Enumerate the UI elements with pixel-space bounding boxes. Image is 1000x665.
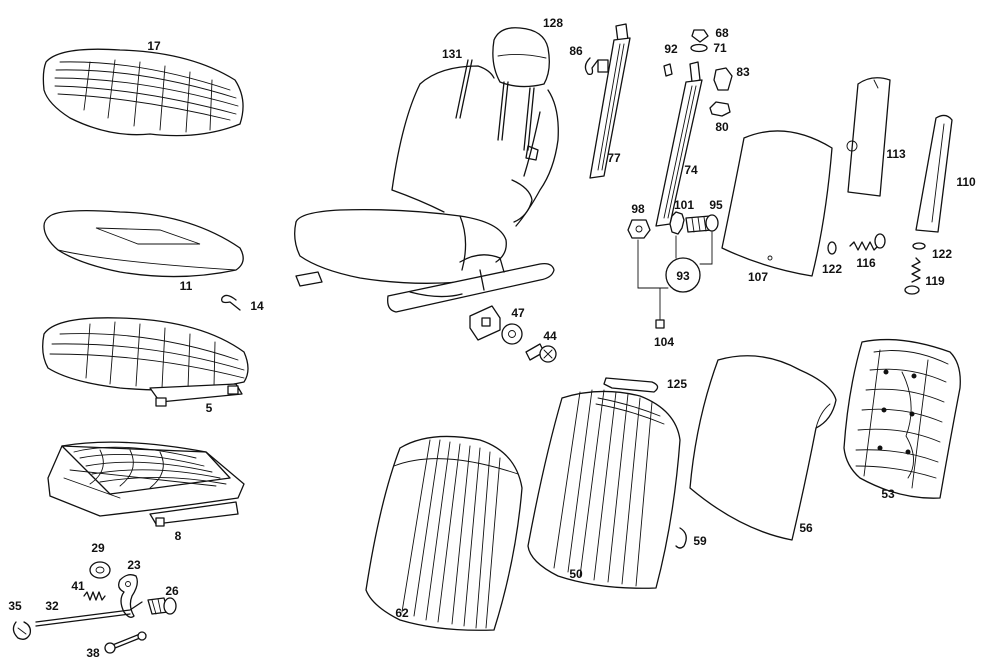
part-86-clip	[584, 57, 599, 76]
label-32: 32	[45, 599, 59, 613]
label-38: 38	[86, 646, 100, 660]
label-101: 101	[674, 198, 694, 212]
label-110: 110	[956, 175, 976, 189]
part-59-clip	[675, 527, 687, 549]
part-8-spring-frame	[47, 441, 245, 527]
part-47-bracket	[469, 305, 501, 341]
part-110-side-panel	[915, 114, 953, 233]
part-116-screw	[849, 233, 886, 251]
part-44-screw	[525, 343, 557, 363]
part-17-cushion-cover	[42, 48, 244, 137]
part-83-block	[713, 67, 733, 91]
part-74-guide-bar	[655, 61, 703, 227]
part-119-screw	[904, 257, 921, 295]
label-53: 53	[881, 487, 895, 501]
label-41: 41	[71, 579, 85, 593]
part-125-strip	[603, 377, 659, 393]
part-93-callout	[637, 231, 713, 329]
label-68: 68	[715, 26, 729, 40]
label-26: 26	[165, 584, 179, 598]
part-14-clip	[221, 294, 241, 311]
part-113-side-panel	[846, 77, 891, 197]
label-56: 56	[799, 521, 813, 535]
label-74: 74	[684, 163, 698, 177]
part-38-linkage	[104, 631, 147, 654]
part-11-foam-pad	[43, 210, 244, 278]
part-92-cap	[663, 63, 673, 77]
part-122-washer-a	[827, 241, 837, 255]
label-62: 62	[395, 606, 409, 620]
label-125: 125	[667, 377, 687, 391]
label-50: 50	[569, 567, 583, 581]
label-113: 113	[886, 147, 906, 161]
label-80: 80	[715, 120, 729, 134]
part-53-back-frame	[843, 338, 961, 499]
label-116: 116	[856, 256, 876, 270]
label-119: 119	[925, 274, 945, 288]
label-77: 77	[607, 151, 621, 165]
part-32-rod	[35, 601, 143, 627]
part-29-bushing	[89, 561, 111, 579]
part-71-washer	[690, 43, 708, 53]
label-83: 83	[736, 65, 750, 79]
label-92: 92	[664, 42, 678, 56]
label-5: 5	[206, 401, 213, 415]
part-101-star-washer	[669, 211, 685, 235]
label-107: 107	[748, 270, 768, 284]
label-104: 104	[654, 335, 674, 349]
part-62-backrest-cover	[365, 435, 523, 631]
label-122-a: 122	[822, 262, 842, 276]
label-29: 29	[91, 541, 105, 555]
part-122-washer-b	[912, 242, 926, 250]
part-56-foam-back	[689, 355, 837, 541]
part-35-ring-clip	[12, 621, 32, 640]
label-11: 11	[180, 279, 193, 293]
part-44-washer	[501, 323, 523, 345]
part-95-bolt	[685, 214, 719, 233]
label-93: 93	[676, 269, 690, 283]
label-131: 131	[442, 47, 462, 61]
label-71: 71	[713, 41, 727, 55]
label-98: 98	[631, 202, 645, 216]
label-47: 47	[511, 306, 525, 320]
label-128: 128	[543, 16, 563, 30]
part-68-nut	[691, 29, 709, 43]
label-86: 86	[569, 44, 583, 58]
part-26-knob	[147, 597, 177, 615]
label-8: 8	[175, 529, 182, 543]
part-80-nut	[709, 101, 731, 117]
label-23: 23	[127, 558, 141, 572]
label-14: 14	[250, 299, 264, 313]
label-95: 95	[709, 198, 723, 212]
label-122-b: 122	[932, 247, 952, 261]
label-59: 59	[693, 534, 707, 548]
part-107-back-panel	[721, 130, 833, 277]
part-50-backrest	[527, 389, 681, 589]
part-23-lever	[118, 574, 138, 618]
assembled-seat	[294, 27, 559, 313]
part-41-spring	[83, 591, 106, 601]
part-77-guide-bar	[589, 23, 631, 179]
label-44: 44	[543, 329, 557, 343]
label-17: 17	[147, 39, 161, 53]
part-5-seat-cushion	[42, 317, 249, 407]
part-98-nut	[627, 219, 651, 239]
label-35: 35	[8, 599, 22, 613]
